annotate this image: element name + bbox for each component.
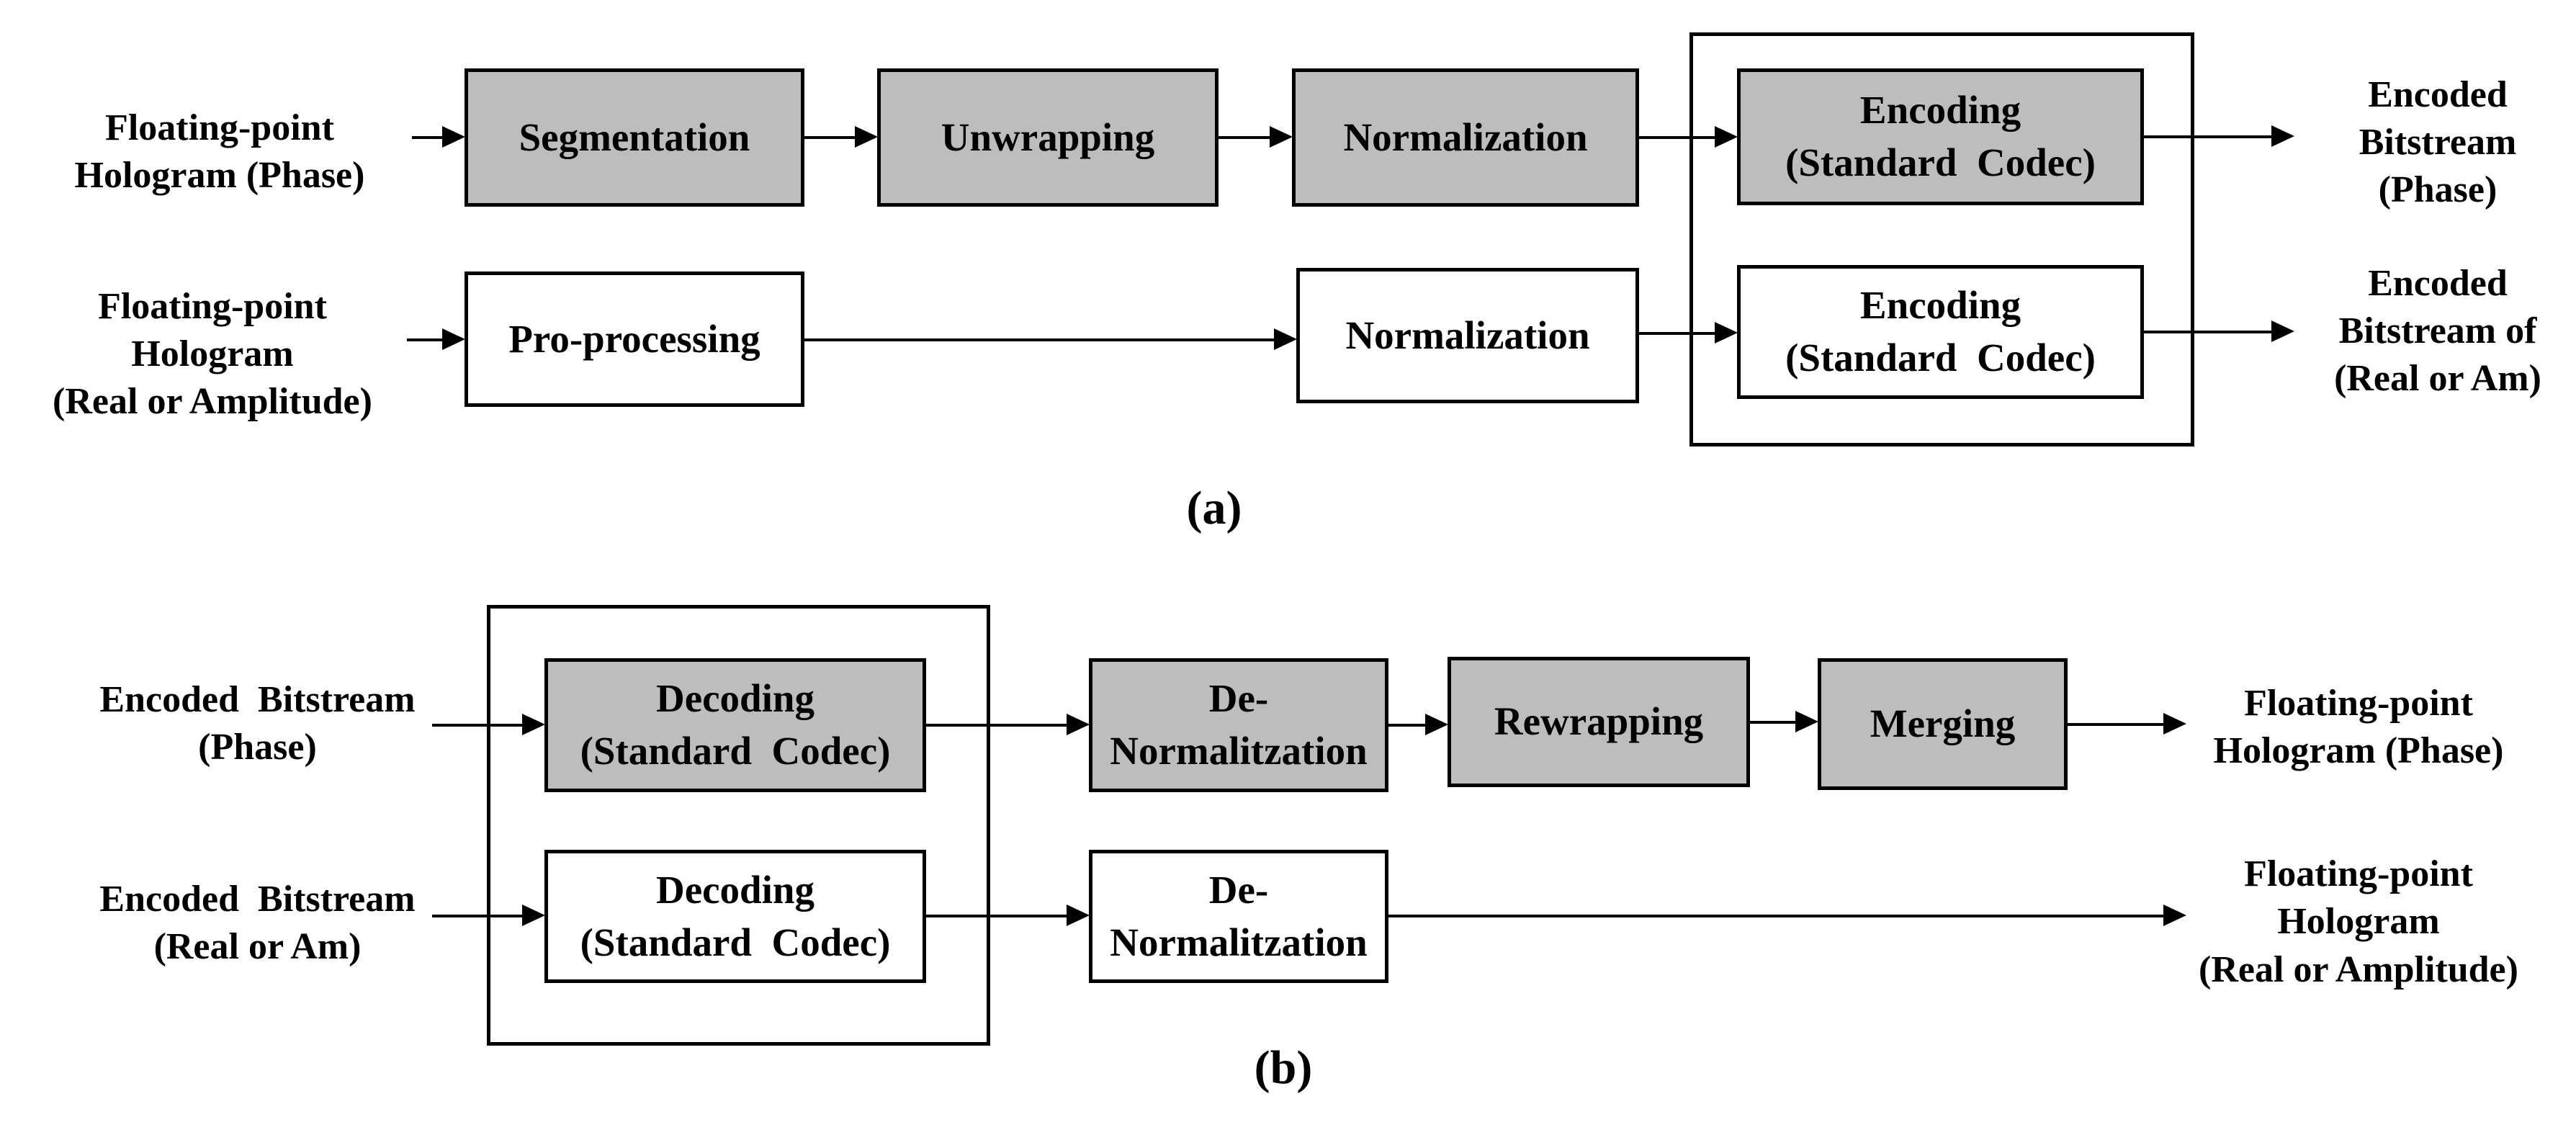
box-merging: Merging xyxy=(1818,658,2068,790)
decoder-phase-output-label: Floating-point Hologram (Phase) xyxy=(2213,682,2504,771)
arrow xyxy=(432,714,545,735)
caption-b: (b) xyxy=(1254,1041,1313,1094)
arrow xyxy=(926,905,1090,926)
box-unwrapping: Unwrapping xyxy=(877,68,1219,207)
arrow xyxy=(2144,320,2294,342)
arrow xyxy=(1750,711,1818,732)
arrow xyxy=(1388,714,1448,735)
decoder-codec-group-box xyxy=(487,605,990,1046)
arrow xyxy=(804,126,878,148)
encoder-real-input-label: Floating-point Hologram (Real or Amplitu… xyxy=(53,285,372,423)
box-denormalization-phase: De- Normalitzation xyxy=(1089,658,1388,792)
decoder-phase-input-label: Encoded Bitstream (Phase) xyxy=(99,678,416,768)
box-rewrapping: Rewrapping xyxy=(1448,657,1750,787)
arrow xyxy=(804,328,1297,350)
decoder-real-input-label: Encoded Bitstream (Real or Am) xyxy=(99,878,416,967)
box-normalization-real: Normalization xyxy=(1296,268,1639,403)
arrow xyxy=(432,905,545,926)
arrow xyxy=(407,328,465,350)
arrow xyxy=(412,126,465,148)
arrow xyxy=(1388,905,2186,926)
arrow xyxy=(2144,125,2294,147)
box-denormalization-real: De- Normalitzation xyxy=(1089,850,1388,983)
encoder-phase-output-label: Encoded Bitstream (Phase) xyxy=(2359,73,2517,211)
box-normalization-phase: Normalization xyxy=(1292,68,1639,207)
arrow xyxy=(926,714,1090,735)
arrow xyxy=(2068,713,2186,735)
box-encoding-real: Encoding (Standard Codec) xyxy=(1737,265,2144,399)
box-segmentation: Segmentation xyxy=(465,68,804,207)
box-decoding-real: Decoding (Standard Codec) xyxy=(544,850,926,983)
box-pro-processing: Pro-processing xyxy=(465,271,804,407)
caption-a: (a) xyxy=(1186,482,1242,534)
box-decoding-phase: Decoding (Standard Codec) xyxy=(544,658,926,792)
arrow xyxy=(1639,126,1738,148)
decoder-real-output-label: Floating-point Hologram (Real or Amplitu… xyxy=(2199,853,2518,990)
box-encoding-phase: Encoding (Standard Codec) xyxy=(1737,68,2144,205)
encoder-real-output-label: Encoded Bitstream of (Real or Am) xyxy=(2334,262,2541,400)
arrow xyxy=(1639,322,1738,344)
arrow xyxy=(1219,126,1293,148)
encoder-phase-input-label: Floating-point Hologram (Phase) xyxy=(74,107,365,196)
encoder-codec-group-box xyxy=(1689,32,2194,446)
